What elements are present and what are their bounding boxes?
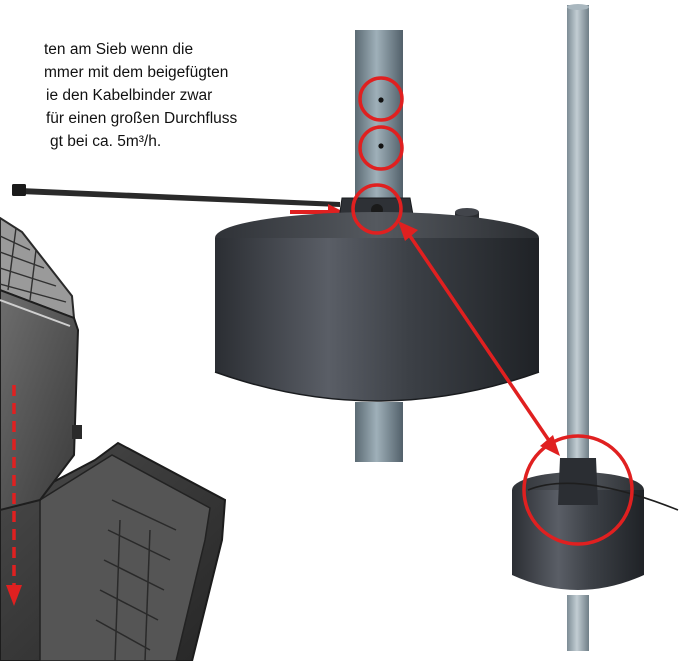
float-pipe-upper	[355, 30, 403, 205]
instruction-line-3: ie den Kabelbinder zwar	[46, 87, 213, 104]
pipe-hole-2	[378, 143, 384, 149]
instruction-line-2: mmer mit dem beigefügten	[44, 64, 229, 81]
cable-tie-strap	[20, 188, 340, 207]
pipe-hole-1	[378, 97, 384, 103]
float-stub-top	[455, 208, 479, 216]
full-pipe-upper	[567, 5, 589, 460]
filter-basket-grid	[0, 227, 67, 303]
full-cable-tie	[527, 482, 679, 511]
filter-housing-inner	[39, 454, 211, 661]
filter-basket-rim	[0, 299, 71, 327]
instruction-line-4: für einen großen Durchfluss	[46, 110, 238, 127]
full-float-body	[512, 490, 644, 590]
filter-clip	[72, 425, 82, 439]
insertion-arrow-head	[6, 585, 22, 606]
float-pipe-lower	[355, 402, 403, 462]
instruction-line-5: gt bei ca. 5m³/h.	[50, 133, 162, 150]
filter-basket-top	[0, 216, 76, 320]
float-bottom-edge	[214, 371, 540, 402]
float-switch-full	[512, 4, 679, 651]
instruction-line-1: ten am Sieb wenn die	[44, 41, 194, 58]
full-float-collar	[558, 458, 598, 505]
highlight-circle-1	[358, 76, 404, 122]
float-body	[215, 238, 539, 401]
instruction-text: ten am Sieb wenn die mmer mit dem beigef…	[0, 38, 330, 153]
filter-basket-assembly	[0, 216, 227, 661]
full-pipe-lower	[567, 595, 589, 651]
highlight-circle-4	[522, 434, 634, 546]
filter-basket-body	[0, 288, 80, 512]
cable-tie	[12, 184, 340, 207]
connector-arrow	[398, 221, 560, 456]
highlight-circle-3	[351, 183, 403, 235]
float-switch-closeup	[214, 30, 540, 462]
filter-housing-ribs	[95, 499, 177, 661]
highlight-circle-2	[358, 125, 404, 171]
cable-tie-head	[12, 184, 26, 196]
full-pipe-cap	[567, 4, 589, 10]
